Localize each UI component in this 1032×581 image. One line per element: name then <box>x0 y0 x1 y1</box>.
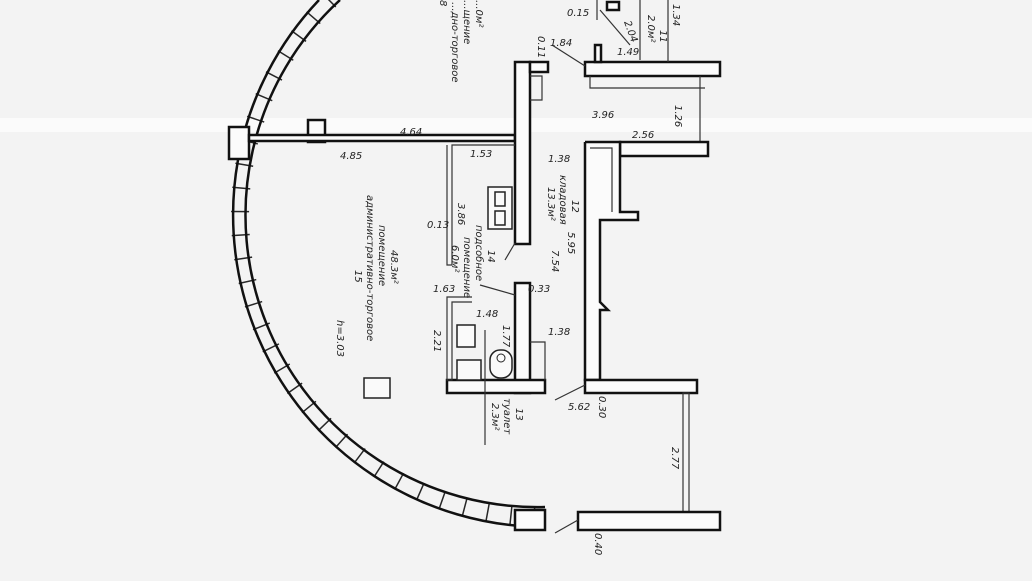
room-12-number: 12 <box>569 200 580 213</box>
dim: 3.96 <box>592 110 614 121</box>
dim: 5.95 <box>565 232 576 254</box>
right-top-wall <box>583 60 722 78</box>
storage-partition <box>446 144 515 266</box>
dim: 2.04 <box>621 19 639 44</box>
dim: 0.13 <box>427 220 449 231</box>
right-lower-wall <box>583 378 699 395</box>
arc-end-block <box>513 508 547 532</box>
toilet-wall <box>513 281 532 395</box>
dim: 4.64 <box>400 127 422 138</box>
leader-lines <box>479 9 631 534</box>
room-14-area: 6.0м² <box>449 245 460 272</box>
room-13-label: туалет 2.3м² 13 <box>489 398 524 435</box>
room-14-label: подсобное помещение 6.0м² 14 <box>449 225 496 298</box>
room-15-name-2: помещение <box>376 225 387 286</box>
dim: 7.54 <box>549 250 560 272</box>
dim: 1.38 <box>548 327 570 338</box>
room-15-area: 48.3м² <box>388 250 399 284</box>
toilet-left-wall <box>446 296 472 381</box>
right-inner-line <box>590 147 613 212</box>
room-12-area: 13.3м² <box>545 187 556 221</box>
center-wall-cap <box>528 60 550 74</box>
room-15-height: h=3.03 <box>334 320 345 357</box>
room-8-area: ...0м² <box>473 0 484 27</box>
dim: 2.21 <box>431 330 442 352</box>
dim: 0.33 <box>528 284 550 295</box>
right-bottom-wall <box>576 510 722 532</box>
right-top-inner <box>589 76 705 89</box>
dim: 1.26 <box>672 105 683 127</box>
top-partition <box>247 133 517 143</box>
room-8-name-2: ...щение <box>461 0 472 44</box>
dim: 0.30 <box>596 396 607 418</box>
room-13-name: туалет <box>501 398 512 435</box>
dim: 1.77 <box>500 325 511 348</box>
room-8-number: 8 <box>437 0 448 6</box>
room-14-name: подсобное <box>473 225 485 281</box>
room-12-label: кладовая 13.3м² 12 <box>545 175 580 225</box>
dim: 2.56 <box>632 130 654 141</box>
small-room-11 <box>593 0 669 64</box>
dim: 2.77 <box>669 447 680 470</box>
dim: 0.15 <box>567 8 589 19</box>
niche <box>530 75 543 101</box>
dim: 1.34 <box>670 4 681 26</box>
dim: 1.84 <box>550 38 572 49</box>
room-13-number: 13 <box>513 408 524 421</box>
dim: 1.63 <box>433 284 455 295</box>
room-15-label: административно-торговое помещение 48.3м… <box>334 195 399 357</box>
right-mid-wall <box>618 140 710 158</box>
curved-wall <box>231 0 546 529</box>
dim: 4.85 <box>340 151 362 162</box>
dim: 1.49 <box>617 47 639 58</box>
room-12-name: кладовая <box>557 175 568 225</box>
toilet-bottom-wall <box>445 378 547 395</box>
toilet-right-ledge <box>530 341 546 380</box>
toilet-fixture <box>456 349 513 381</box>
room-15-number: 15 <box>352 270 363 283</box>
room-11-area: 2.0м² <box>645 15 656 42</box>
room-13-area: 2.3м² <box>489 403 500 430</box>
dimension-labels: 0.15 1.34 1.49 0.11 1.84 3.96 1.26 4.64 … <box>340 4 683 555</box>
dim: 3.86 <box>455 203 466 225</box>
center-wall <box>513 60 532 246</box>
cabinet-fixture <box>487 186 513 230</box>
dim: 5.62 <box>568 402 590 413</box>
dim: 1.48 <box>476 309 498 320</box>
window-opening <box>682 392 690 513</box>
column-box <box>363 377 391 399</box>
left-pillar <box>227 125 251 161</box>
room-8-label: 8 ...дно-торговое ...щение ...0м² <box>437 0 484 83</box>
dim: 1.38 <box>548 154 570 165</box>
room-8-name: ...дно-торговое <box>449 2 460 83</box>
room-11-number: 11 <box>657 30 668 43</box>
room-14-number: 14 <box>485 250 496 263</box>
room-14-name-2: помещение <box>461 237 472 298</box>
room-15-name: административно-торговое <box>364 195 375 341</box>
dim: 0.11 <box>535 36 546 58</box>
dim: 0.40 <box>592 533 603 555</box>
sink-fixture <box>456 324 476 348</box>
room-11-label: 11 2.0м² <box>645 15 668 43</box>
dim: 1.53 <box>470 149 492 160</box>
